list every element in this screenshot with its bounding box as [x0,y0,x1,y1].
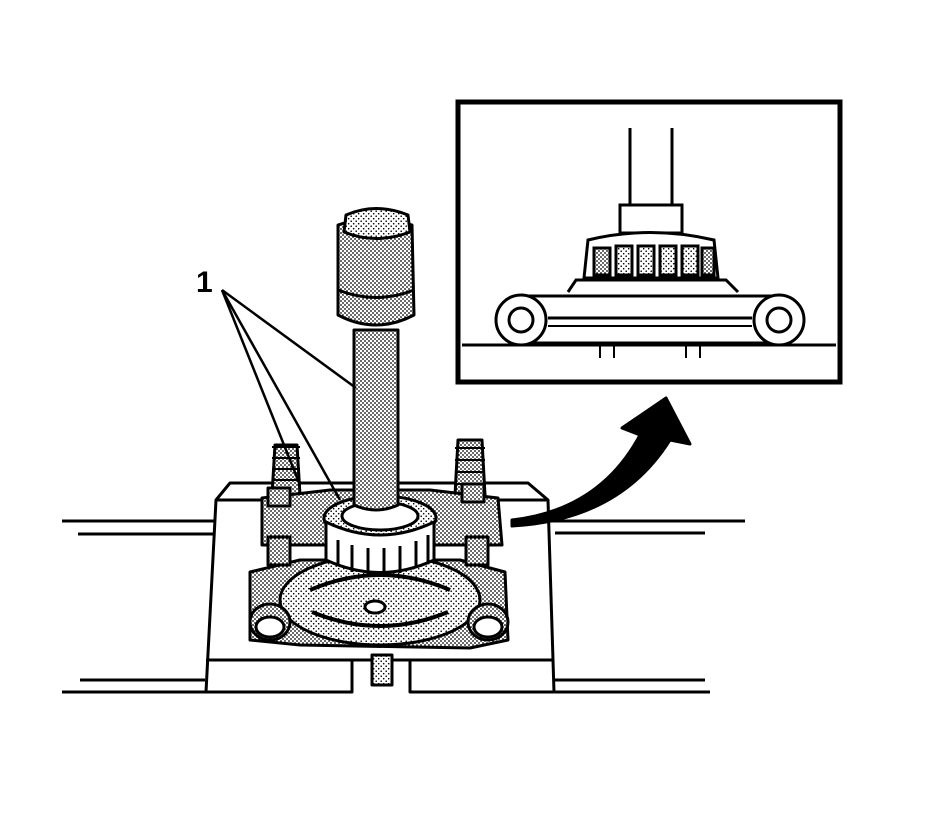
detail-inset [455,99,843,385]
detail-arrow [510,396,692,528]
bench-lines [62,519,745,694]
press-tool [336,207,416,512]
callout-leader-lines [220,288,357,501]
callout-label: 1 [196,266,213,299]
